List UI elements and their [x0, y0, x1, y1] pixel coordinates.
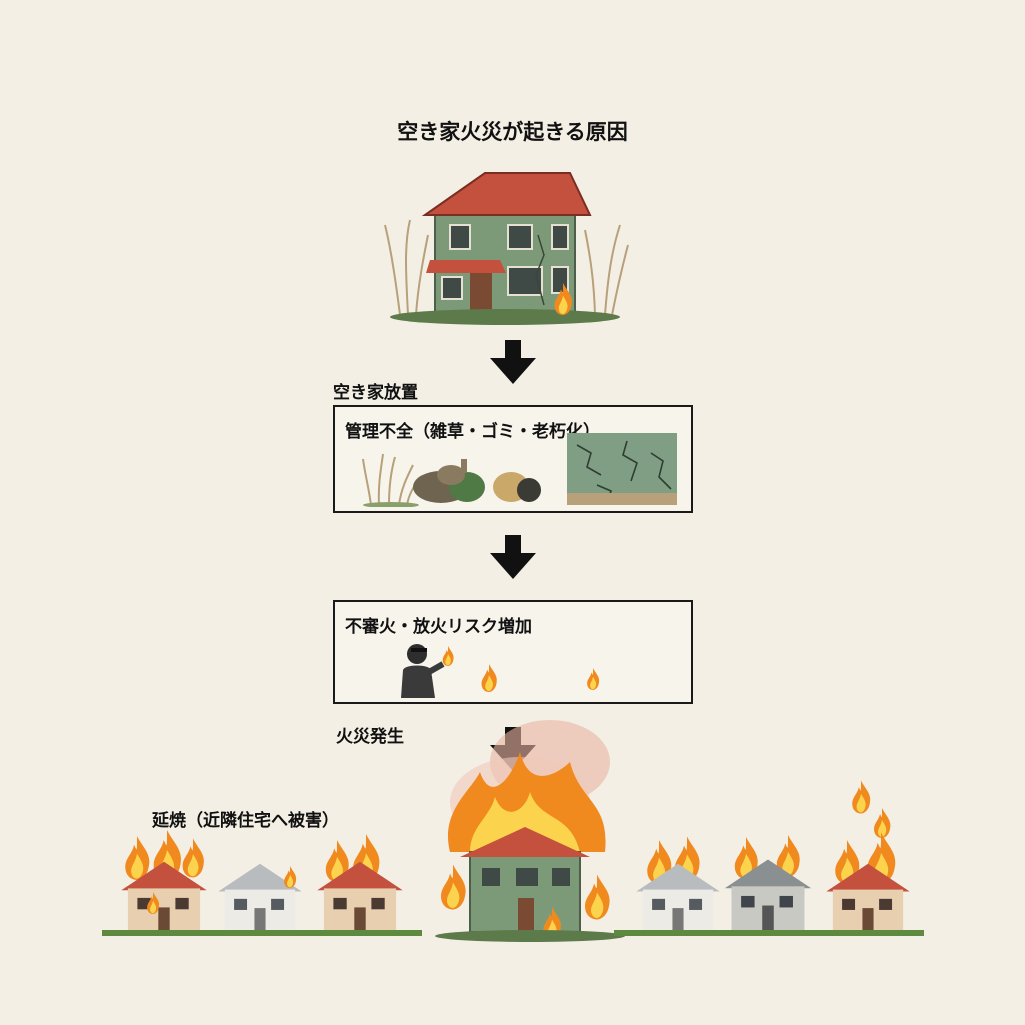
arrow-down-icon — [488, 340, 538, 385]
step-fire-label: 火災発生 — [336, 727, 404, 747]
management-box: 管理不全（雑草・ゴミ・老朽化） — [333, 405, 693, 513]
arson-box: 不審火・放火リスク増加 — [333, 600, 693, 704]
dilapidated-house-icon — [380, 165, 630, 325]
page-title: 空き家火災が起きる原因 — [397, 120, 628, 144]
neighbor-house-icon — [145, 892, 161, 914]
cracked-wall-icon — [567, 433, 677, 505]
neighbor-houses-right — [614, 780, 924, 938]
step-spread-label: 延焼（近隣住宅へ被害） — [152, 811, 339, 831]
flame-icon — [479, 664, 499, 692]
arsonist-icon — [395, 640, 455, 698]
flame-icon — [585, 668, 601, 690]
burning-house-icon — [430, 712, 630, 942]
arson-label: 不審火・放火リスク増加 — [345, 617, 532, 637]
trash-bags-icon — [411, 457, 541, 505]
step-vacant-label: 空き家放置 — [333, 383, 418, 403]
neighbor-houses-left — [102, 830, 422, 938]
management-label: 管理不全（雑草・ゴミ・老朽化） — [345, 422, 600, 442]
arrow-down-icon — [488, 535, 538, 580]
